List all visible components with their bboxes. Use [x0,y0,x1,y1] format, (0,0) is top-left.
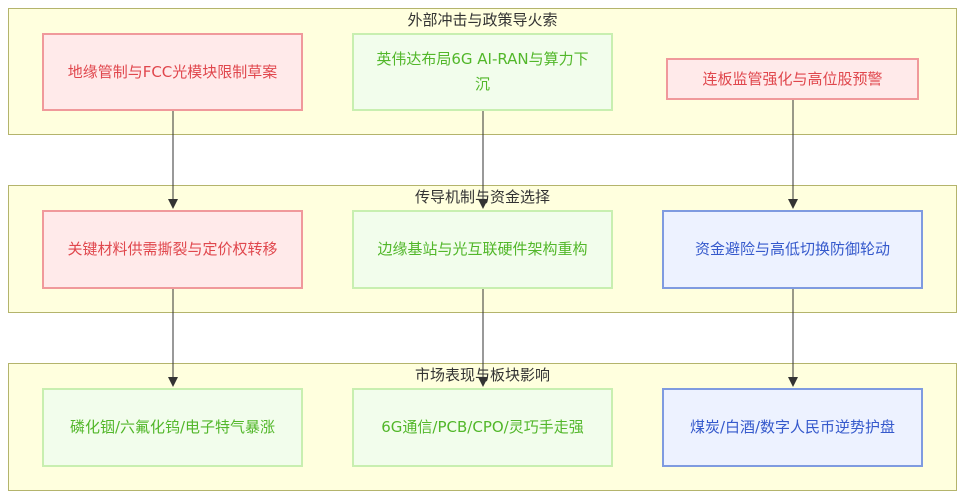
node-capital-rotation: 资金避险与高低切换防御轮动 [662,210,923,289]
node-label: 资金避险与高低切换防御轮动 [694,240,890,258]
node-6g-sectors: 6G通信/PCB/CPO/灵巧手走强 [352,388,613,467]
node-nvidia-ai-ran: 英伟达布局6G AI-RAN与算力下沉 [352,33,613,111]
node-label: 边缘基站与光互联硬件架构重构 [377,240,588,258]
band-title: 传导机制与资金选择 [414,188,550,206]
node-edge-architecture: 边缘基站与光互联硬件架构重构 [352,210,613,289]
node-defensive-sectors: 煤炭/白酒/数字人民币逆势护盘 [662,388,923,467]
band-title: 外部冲击与政策导火索 [407,11,558,29]
node-label: 煤炭/白酒/数字人民币逆势护盘 [689,418,896,436]
band-title: 市场表现与板块影响 [414,366,550,384]
node-label: 英伟达布局6G AI-RAN与算力下沉 [376,50,589,93]
node-label: 地缘管制与FCC光模块限制草案 [67,62,278,81]
node-label: 磷化铟/六氟化钨/电子特气暴涨 [69,418,276,436]
node-label: 6G通信/PCB/CPO/灵巧手走强 [381,418,584,436]
node-regulation-warning: 连板监管强化与高位股预警 [666,58,919,100]
node-materials-surge: 磷化铟/六氟化钨/电子特气暴涨 [42,388,303,467]
node-material-pricing: 关键材料供需撕裂与定价权转移 [42,210,303,289]
node-label: 连板监管强化与高位股预警 [702,69,883,88]
node-label: 关键材料供需撕裂与定价权转移 [67,240,278,258]
node-geopolitical-control: 地缘管制与FCC光模块限制草案 [42,33,303,111]
